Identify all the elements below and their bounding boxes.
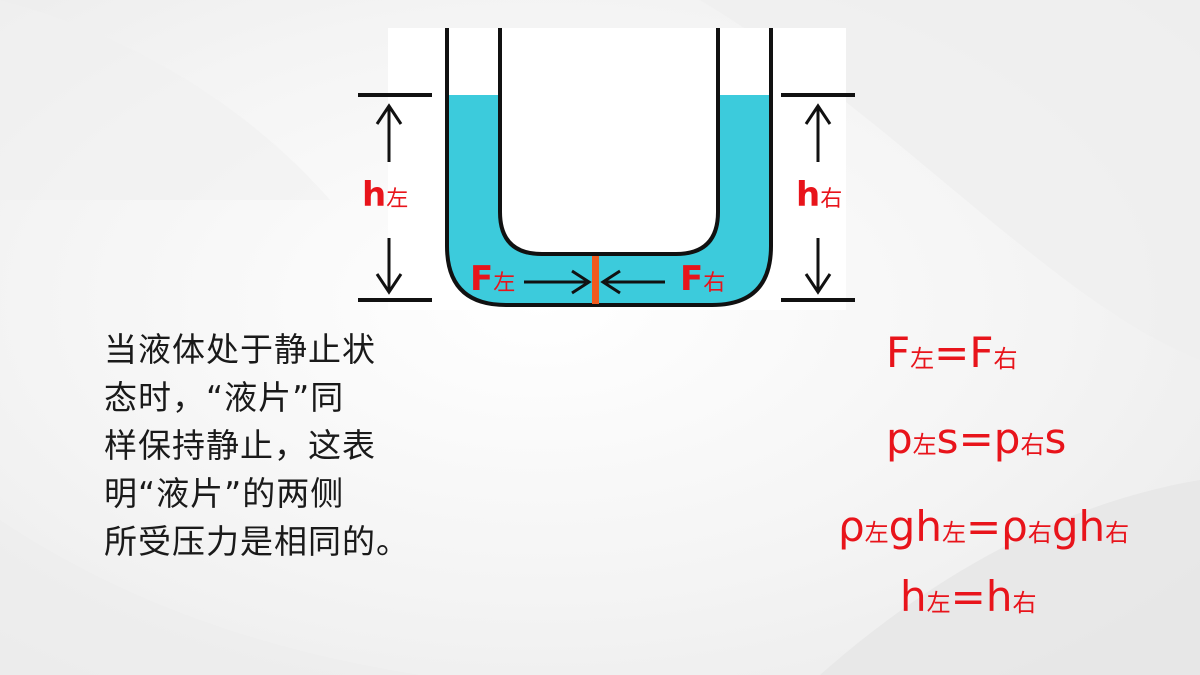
explanation-line: 明“液片”的两侧 [104,474,345,513]
explanation-line: 当液体处于静止状 [104,330,376,369]
explanation-line: 态时，“液片”同 [104,378,345,417]
label-h-left: h左 [362,175,409,215]
equation-density-height: ρ左gh左=ρ右gh右 [838,502,1130,551]
force-right-arrowhead [600,269,621,295]
force-left-arrowhead [571,269,592,295]
right-height-arrowhead-down [804,273,832,295]
explanation-line: 所受压力是相同的。 [104,522,410,561]
left-height-arrowhead-down [375,273,403,295]
liquid-fill [447,95,771,305]
equation-force-balance: F左=F右 [886,328,1018,377]
equation-height-equal: h左=h右 [900,572,1037,621]
label-f-left: F左 [470,259,516,299]
label-h-right: h右 [796,175,843,215]
liquid-piece-marker [592,256,599,304]
u-tube-outer-wall [445,28,773,307]
right-height-arrowhead-up [804,103,832,125]
equation-pressure-area: p左s=p右s [886,414,1067,463]
label-f-right: F右 [680,259,726,299]
left-height-arrowhead-up [375,103,403,125]
explanation-text: 当液体处于静止状 态时，“液片”同 样保持静止，这表 明“液片”的两侧 所受压力… [104,326,434,566]
explanation-line: 样保持静止，这表 [104,426,376,465]
u-tube-inner-wall [498,28,720,256]
